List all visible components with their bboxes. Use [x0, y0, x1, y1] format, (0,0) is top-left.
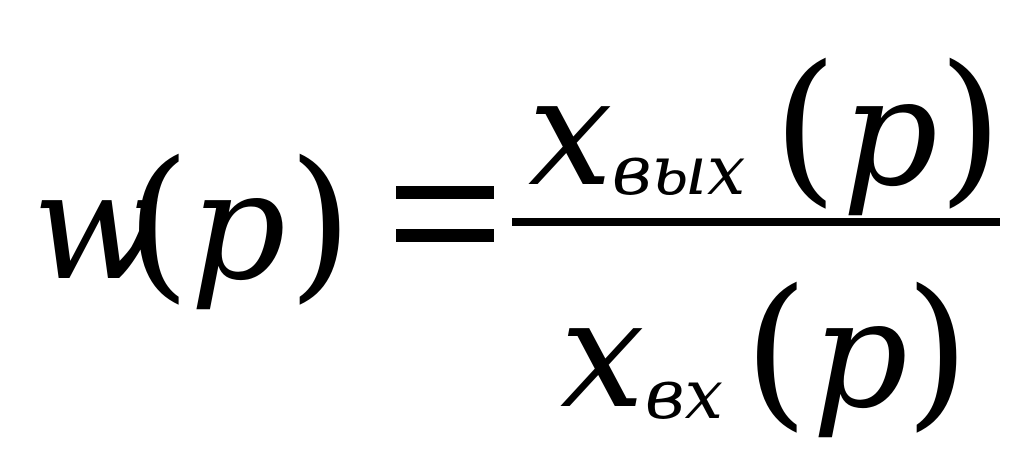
denominator-close-paren: ) — [905, 254, 970, 446]
equals-bar-bottom — [396, 229, 494, 242]
denominator-subscript: вх — [645, 356, 723, 435]
lhs-open-paren: ( — [126, 126, 191, 318]
fraction-bar — [512, 218, 1000, 226]
numerator-subscript: вых — [612, 132, 746, 211]
equals-bar-top — [396, 186, 494, 199]
lhs-function-symbol: w — [32, 140, 161, 314]
lhs-variable: p — [190, 140, 287, 314]
numerator-close-paren: ) — [938, 30, 1003, 222]
denominator-variable: x — [560, 268, 645, 442]
numerator-argument: p — [842, 46, 939, 220]
equals-sign — [396, 186, 494, 242]
denominator-open-paren: ( — [744, 254, 809, 446]
denominator-argument: p — [812, 268, 909, 442]
numerator-variable: x — [528, 46, 613, 220]
numerator-open-paren: ( — [773, 30, 838, 222]
lhs-close-paren: ) — [288, 126, 353, 318]
